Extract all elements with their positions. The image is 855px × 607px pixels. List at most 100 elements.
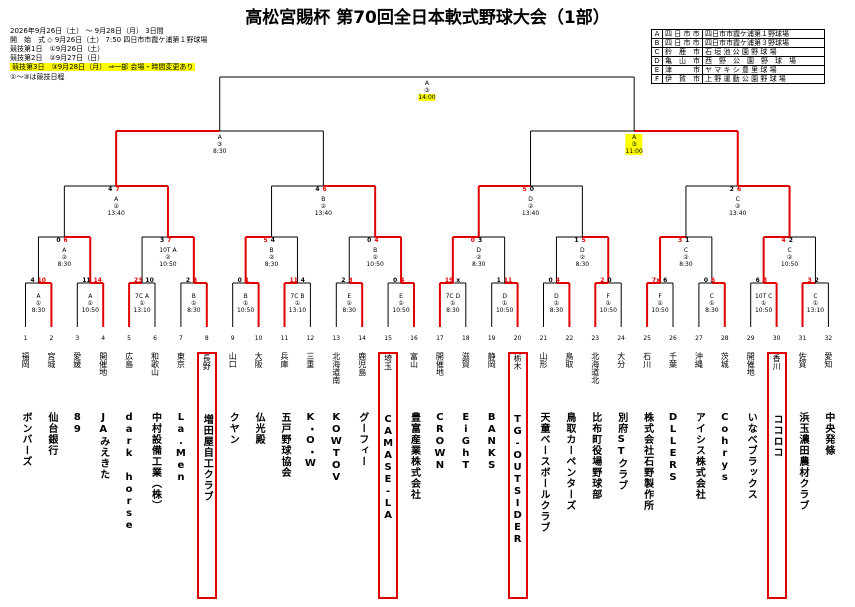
score-right: 10 xyxy=(37,277,46,284)
match-day: ① xyxy=(605,300,611,307)
match-day: ① xyxy=(657,300,663,307)
team-name: 89 xyxy=(71,412,83,436)
match-day: ① xyxy=(501,300,508,307)
team-prefecture: 開催地 xyxy=(435,352,445,376)
score-right: 6 xyxy=(736,186,742,193)
team-prefecture: 北海道北 xyxy=(590,352,600,384)
match-venue: 10T A xyxy=(159,247,177,254)
match-venue: E xyxy=(347,293,352,300)
team-prefecture: 山口 xyxy=(228,352,238,368)
team-name: 五戸野球協会 xyxy=(279,412,290,478)
match-time: 8:30 xyxy=(446,307,460,314)
score-left: 0 xyxy=(237,277,242,284)
team-number: 16 xyxy=(410,335,418,342)
score-right: 4 xyxy=(270,237,275,244)
team-name: DLLERS xyxy=(667,412,679,484)
match-venue: C xyxy=(787,247,792,254)
match-time: 10:50 xyxy=(780,261,799,268)
match-venue: A xyxy=(62,247,67,254)
score-right: x xyxy=(456,277,461,284)
score-right: 6 xyxy=(63,237,68,244)
score-left: 4 xyxy=(30,277,35,284)
team-name: TG-OUTSIDER xyxy=(512,414,524,546)
team-prefecture: 広島 xyxy=(124,352,134,368)
team-prefecture: 愛媛 xyxy=(72,352,82,368)
team-number: 24 xyxy=(617,335,625,342)
match-time: 10:50 xyxy=(236,307,255,314)
team-prefecture: 佐賀 xyxy=(798,352,807,368)
team-name: 仙台銀行 xyxy=(45,412,57,456)
match-time: 10:50 xyxy=(495,307,514,314)
team-entry: 福岡ボンバーズ xyxy=(16,352,36,599)
info-note: ①～③は競技日程 xyxy=(10,73,65,81)
match-venue: B xyxy=(269,247,274,254)
team-number: 30 xyxy=(772,335,781,342)
team-number: 2 xyxy=(49,335,54,342)
team-entry: 沖縄アイシス株式会社 xyxy=(689,352,709,599)
team-number: 25 xyxy=(643,335,651,342)
score-left: 0 xyxy=(56,237,61,244)
match-time: 13:10 xyxy=(288,307,307,314)
score-left: 23 xyxy=(134,277,143,284)
match-day: ① xyxy=(709,300,715,307)
score-left: 0 xyxy=(367,237,372,244)
team-number: 17 xyxy=(436,335,444,342)
team-number: 29 xyxy=(746,335,755,342)
match-time: 8:30 xyxy=(549,307,564,314)
score-right: 14 xyxy=(93,277,102,284)
team-number: 9 xyxy=(230,335,235,342)
team-name: 鳥取カーペンターズ xyxy=(563,412,575,511)
match-time: 8:30 xyxy=(679,261,693,268)
score-left: 4 xyxy=(781,237,786,244)
team-prefecture: 開催地 xyxy=(98,352,108,376)
team-entry: 北海道北比布町役場野球部 xyxy=(585,352,605,599)
match-time: 13:40 xyxy=(521,210,540,217)
team-prefecture: 北海道南 xyxy=(331,352,341,384)
team-prefecture: 大分 xyxy=(616,352,626,368)
score-right: 1 xyxy=(685,237,690,244)
match-day: ① xyxy=(242,300,249,307)
team-name: 天童ベースボールクラブ xyxy=(538,412,549,533)
team-name: EiGhT xyxy=(460,412,472,472)
match-venue: F xyxy=(606,293,610,300)
team-entry: 兵庫五戸野球協会 xyxy=(275,352,295,599)
match-venue: D xyxy=(476,247,482,254)
match-day: ② xyxy=(268,254,275,261)
team-prefecture: 埼玉 xyxy=(383,354,393,370)
score-right: 4 xyxy=(374,237,379,244)
team-prefecture: 静岡 xyxy=(487,352,497,368)
team-name: KOWTOV xyxy=(330,412,342,484)
match-time: 11:00 xyxy=(625,148,643,155)
team-name: 増田屋自工クラブ xyxy=(201,414,213,502)
score-left: 3 xyxy=(807,277,812,284)
team-prefecture: 栃木 xyxy=(513,354,523,370)
team-entry: 香川ココロコ xyxy=(766,352,787,599)
score-left: 2 xyxy=(185,277,191,284)
score-right: 3 xyxy=(193,277,198,284)
team-entry: 宮城仙台銀行 xyxy=(41,352,61,599)
score-right: 3 xyxy=(477,237,483,244)
team-number: 6 xyxy=(153,335,157,342)
team-number: 3 xyxy=(75,335,80,342)
match-day: ② xyxy=(527,203,534,210)
match-day: ② xyxy=(683,254,689,261)
score-right: 6 xyxy=(663,277,668,284)
score-left: 6 xyxy=(755,277,760,284)
